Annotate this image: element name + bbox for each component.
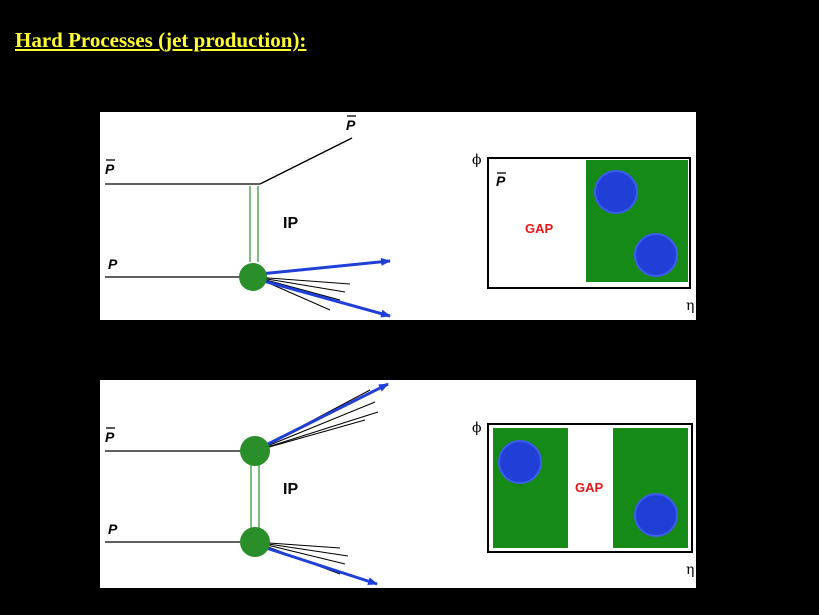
phi-axis-label: ϕ [472, 152, 482, 168]
antiproton-outgoing-line [259, 137, 353, 185]
antiproton-label: P [105, 161, 115, 177]
rapidity-gap-label: GAP [525, 221, 554, 236]
double-pomeron-panel: P P IP ϕ η GAP [100, 380, 696, 588]
phi-axis-label: ϕ [472, 420, 482, 436]
slide-title: Hard Processes (jet production): [15, 28, 307, 52]
jet-blob-lower [634, 233, 678, 277]
lower-blob [240, 527, 270, 557]
proton-label: P [108, 256, 118, 272]
eta-axis-label: η [686, 562, 694, 578]
upper-jet-arrow [259, 382, 389, 450]
pomeron-label: IP [283, 481, 298, 498]
eta-axis-label: η [686, 298, 694, 314]
upper-blob [240, 436, 270, 466]
hard-scatter-blob [239, 263, 267, 291]
jet-blob-upper [594, 170, 638, 214]
antiproton-label: P [105, 429, 115, 445]
pomeron-label: IP [283, 215, 298, 232]
jet-arrow-lower [259, 278, 391, 318]
single-diffraction-diagram: P P P IP ϕ η P GAP [105, 115, 694, 318]
antiproton-outgoing-label: P [346, 117, 356, 133]
plot-antiproton-label: P [496, 173, 506, 189]
jet-spray-lines [254, 276, 351, 311]
proton-label: P [108, 521, 118, 537]
left-jet-blob [498, 440, 542, 484]
lower-jet-arrow [259, 544, 378, 586]
double-pomeron-diagram: P P IP ϕ η GAP [105, 382, 694, 586]
right-jet-blob [634, 493, 678, 537]
rapidity-gap-label: GAP [575, 480, 604, 495]
single-diffractive-panel: P P P IP ϕ η P GAP [100, 112, 696, 320]
jet-arrow-upper [259, 257, 391, 276]
